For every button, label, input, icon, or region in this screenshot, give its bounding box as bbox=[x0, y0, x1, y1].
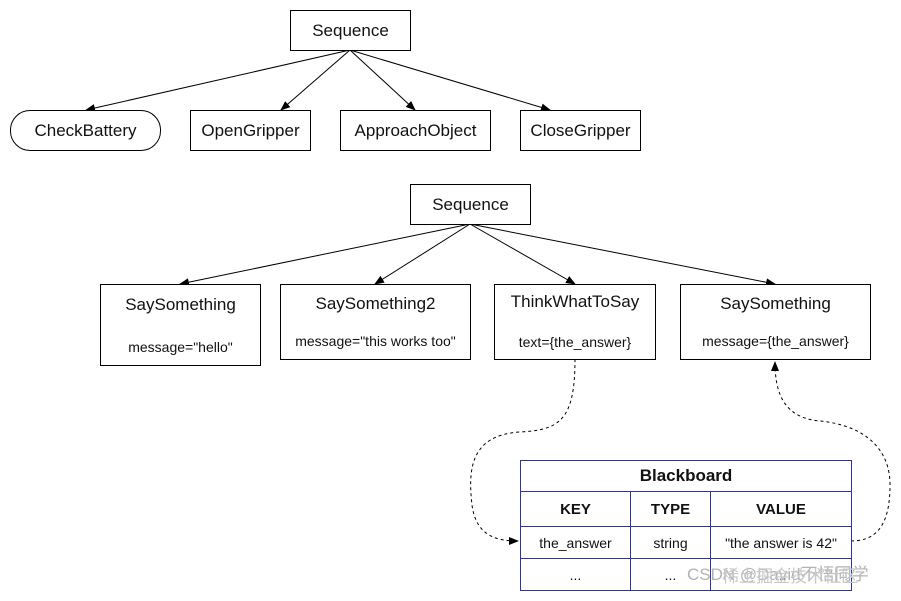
table-cell: ... bbox=[630, 558, 711, 591]
table-cell: the_answer bbox=[520, 526, 631, 559]
node-title: SaySomething bbox=[125, 295, 236, 314]
approachobject-node[interactable]: ApproachObject bbox=[340, 110, 491, 151]
edge-seq2-saysomething bbox=[179, 223, 471, 287]
dataflow-input-edge bbox=[771, 361, 891, 542]
checkbattery-node[interactable]: CheckBattery bbox=[10, 110, 161, 151]
sequence-node-top[interactable]: Sequence bbox=[290, 10, 411, 51]
column-header-value: VALUE bbox=[709, 491, 853, 527]
node-port: message={the_answer} bbox=[702, 333, 849, 349]
node-port: message="this works too" bbox=[295, 333, 456, 349]
edge-seq2-thinkwhattosay bbox=[469, 223, 576, 285]
table-cell: string bbox=[630, 526, 711, 559]
opengripper-node[interactable]: OpenGripper bbox=[190, 110, 311, 151]
blackboard-title: Blackboard bbox=[519, 460, 853, 492]
dataflow-output-edge bbox=[470, 358, 576, 545]
node-port: text={the_answer} bbox=[518, 334, 632, 350]
watermark: CSDN @David不悟同学 bbox=[687, 565, 869, 584]
sequence-node-bottom[interactable]: Sequence bbox=[410, 184, 531, 225]
column-header-type: TYPE bbox=[630, 491, 711, 527]
table-cell: ... bbox=[520, 558, 631, 591]
table-cell: ... bbox=[709, 558, 853, 591]
edge-seq1-checkbattery bbox=[85, 49, 351, 112]
column-header-key: KEY bbox=[520, 491, 631, 527]
thinkwhattosay-node[interactable]: ThinkWhatToSay text={the_answer} bbox=[494, 284, 656, 360]
table-cell: "the answer is 42" bbox=[709, 526, 853, 559]
watermark-overlay: 稀土掘金技术社区 bbox=[722, 567, 858, 586]
closegripper-node[interactable]: CloseGripper bbox=[520, 110, 641, 151]
blackboard-table: Blackboard KEY TYPE VALUE the_answer str… bbox=[519, 460, 853, 591]
table-row: the_answer string "the answer is 42" bbox=[520, 526, 853, 559]
node-title: ThinkWhatToSay bbox=[510, 292, 640, 311]
edge-seq1-closegripper bbox=[349, 49, 551, 112]
edge-seq1-opengripper bbox=[280, 49, 351, 111]
edge-seq2-saysomething2 bbox=[374, 223, 471, 285]
edge-seq2-saysomething-b bbox=[469, 223, 776, 287]
node-port: message="hello" bbox=[128, 339, 233, 355]
saysomething2-node[interactable]: SaySomething2 message="this works too" bbox=[280, 284, 471, 360]
node-title: SaySomething bbox=[720, 294, 831, 313]
saysomething-node-b[interactable]: SaySomething message={the_answer} bbox=[680, 284, 871, 360]
saysomething-node[interactable]: SaySomething message="hello" bbox=[100, 284, 261, 366]
node-title: SaySomething2 bbox=[315, 294, 436, 313]
table-row: ... ... ... bbox=[520, 558, 853, 591]
edge-seq1-approachobject bbox=[349, 49, 416, 111]
